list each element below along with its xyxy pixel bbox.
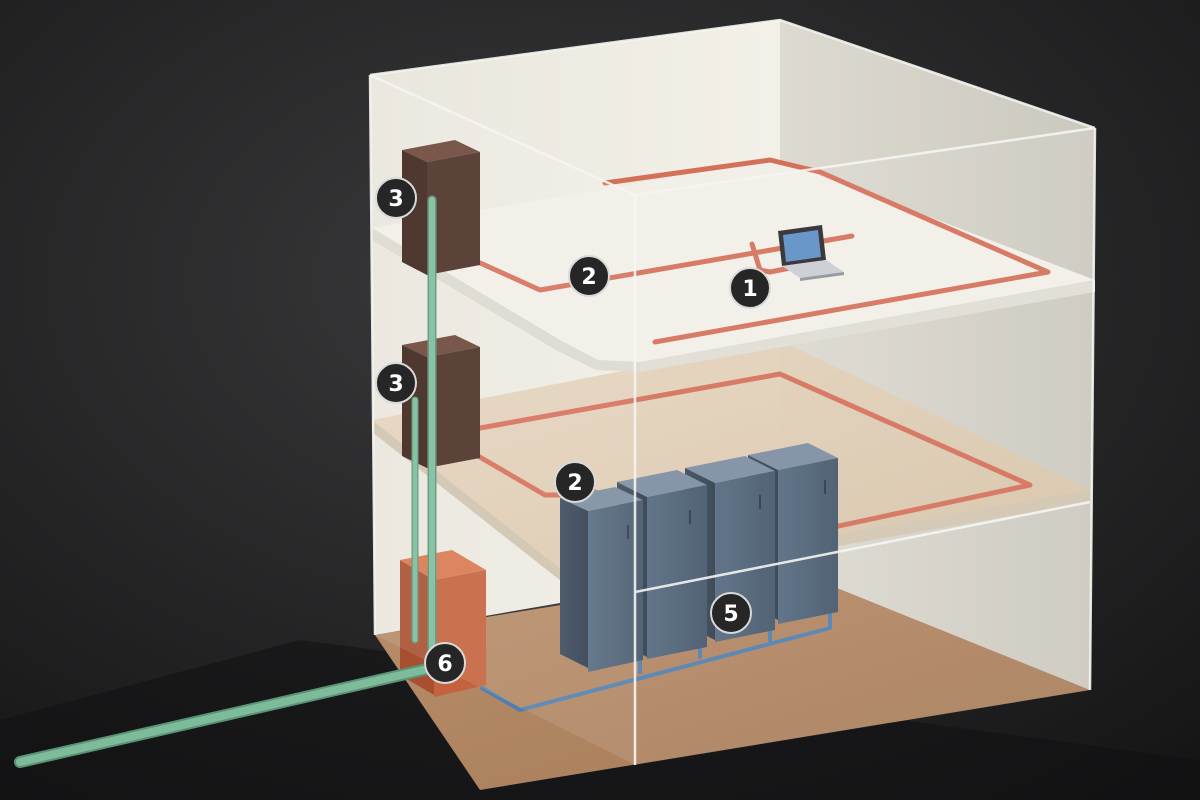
rack-3-top [685, 456, 775, 483]
front-floor-line [634, 500, 1091, 594]
laptop-icon [778, 225, 844, 281]
upper-closet-top [402, 140, 480, 162]
top-floor [372, 160, 1095, 362]
badge-circle [375, 362, 417, 404]
top-floor-cable-run [475, 233, 855, 293]
laptop-screen [783, 230, 821, 262]
server-rack-icon [560, 443, 838, 672]
badge-circle [554, 461, 596, 503]
top-floor-edge-front [640, 280, 1095, 372]
badge-circle [424, 642, 466, 684]
callout-badge-mid-floor-cabling: 2 [554, 461, 596, 503]
right-corner-edge [1088, 127, 1097, 691]
badge-label: 2 [567, 471, 582, 496]
top-floor-cable-loop [602, 157, 1051, 345]
callout-badge-entrance-facility: 6 [424, 642, 466, 684]
callout-badge-top-floor-cabling: 2 [568, 255, 610, 297]
badge-label: 3 [388, 372, 403, 397]
badge-label: 3 [388, 187, 403, 212]
badge-label: 6 [437, 652, 452, 677]
laptop-base-edge [800, 272, 844, 281]
rack-vents [627, 480, 826, 539]
mid-closet-top [402, 335, 480, 357]
callout-badge-mid-closet: 3 [375, 362, 417, 404]
service-entrance-cable [16, 664, 436, 766]
rack-4-front [778, 458, 838, 624]
building-edges [368, 18, 1097, 765]
rack-4-top [748, 443, 838, 470]
roof-back-edge [369, 18, 1096, 130]
badge-circle [375, 177, 417, 219]
entrance-box-top [400, 550, 486, 580]
rack-2-top [617, 470, 707, 497]
rack-1-front [588, 500, 643, 672]
workstation-drop-cable [749, 241, 793, 275]
rack-1-top [560, 487, 643, 511]
badge-circle [729, 267, 771, 309]
front-right-glass [635, 128, 1095, 765]
mid-closet-front [427, 347, 480, 468]
rack-2-front [647, 485, 707, 659]
backbone-cabling [14, 195, 438, 768]
callout-badge-workstation: 1 [729, 267, 771, 309]
equipment-backbone-cable [480, 626, 832, 712]
top-floor-horizontal-cabling [475, 157, 1051, 345]
badge-label: 2 [581, 265, 596, 290]
badge-label: 5 [723, 602, 738, 627]
left-corner-edge [368, 74, 377, 636]
mid-floor-cable-run [475, 453, 563, 498]
upper-closet-front [427, 152, 480, 275]
badge-label: 1 [742, 277, 757, 302]
callout-badge-upper-closet: 3 [375, 177, 417, 219]
front-left-glass [370, 75, 635, 765]
badge-circle [568, 255, 610, 297]
callout-badge-equipment-room: 5 [710, 592, 752, 634]
badge-circle [710, 592, 752, 634]
laptop-keyboard [782, 260, 844, 278]
rack-1-side [560, 498, 588, 668]
